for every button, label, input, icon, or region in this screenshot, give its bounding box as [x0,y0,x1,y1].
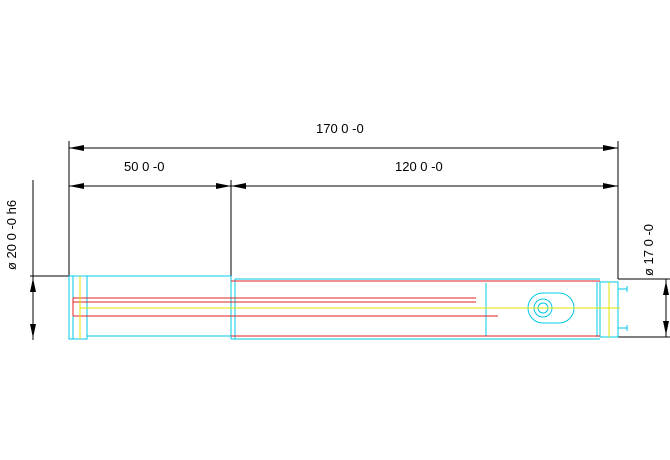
left-diameter-label: ø 20 0 -0 h6 [4,200,19,270]
left-section-length-label: 50 0 -0 [124,159,164,174]
arrowhead [69,183,84,189]
arrowhead [231,183,246,189]
arrowhead [663,321,669,335]
overall-length-label: 170 0 -0 [316,121,364,136]
arrowhead [663,281,669,295]
right-section-length-label: 120 0 -0 [395,159,443,174]
arrowhead [30,324,36,338]
arrowhead [30,278,36,292]
hidden-lines [72,280,600,337]
right-diameter-label: ø 17 0 -0 [641,224,656,276]
arrowhead [603,145,618,151]
dimension-arrowheads [30,145,669,338]
arrowhead [603,183,618,189]
arrowhead [69,145,84,151]
center-lines [79,276,620,339]
arrowhead [216,183,231,189]
